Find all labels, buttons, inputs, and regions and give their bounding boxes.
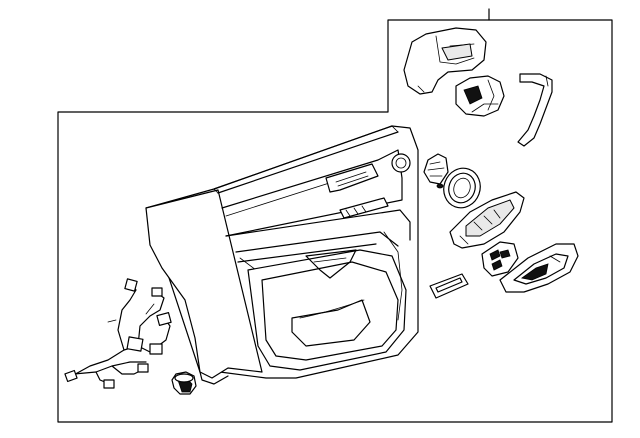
- window-switch: [481, 241, 519, 277]
- trim-badge: [429, 273, 469, 299]
- speaker-grille: [443, 167, 481, 209]
- wire-bracket: [517, 73, 553, 147]
- switch-mount: [455, 75, 505, 117]
- diagram-frame: [57, 19, 613, 423]
- push-pin-fastener: [171, 371, 197, 395]
- upper-trim-bezel: [403, 27, 487, 95]
- door-trim-panel: [145, 125, 419, 385]
- wiring-harness: [64, 278, 172, 389]
- handle-bezel: [499, 243, 579, 293]
- speaker-clip: [423, 153, 449, 189]
- switch-bezel: [449, 191, 525, 249]
